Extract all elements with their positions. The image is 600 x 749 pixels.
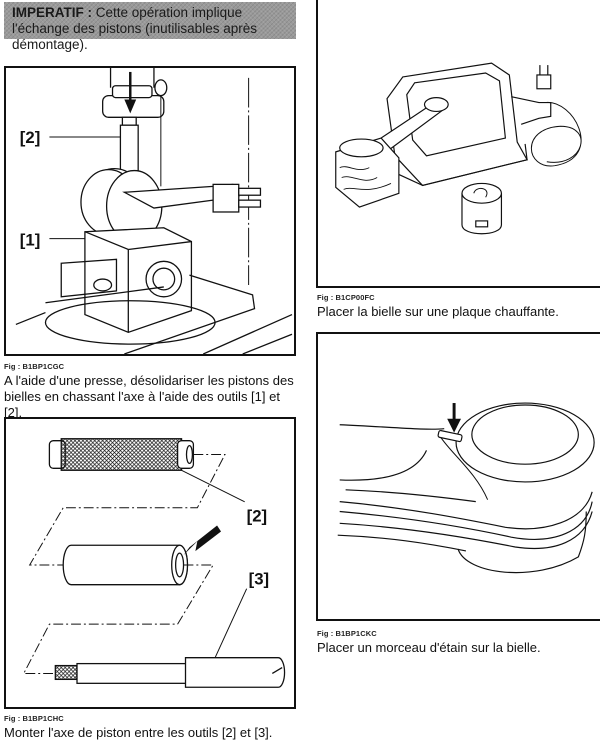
down-arrow-icon bbox=[447, 418, 461, 433]
warning-label: IMPERATIF : bbox=[12, 5, 92, 20]
figure-caption-3: Placer la bielle sur une plaque chauffan… bbox=[317, 304, 559, 319]
press-drawing: [2] [1] bbox=[15, 68, 293, 354]
figure-press-illustration: [2] [1] bbox=[4, 66, 296, 356]
warning-banner: IMPERATIF : Cette opération implique l'é… bbox=[4, 2, 296, 52]
figure-reference-3: Fig : B1CP00FC bbox=[317, 293, 375, 302]
figure-hotplate-illustration bbox=[316, 0, 600, 288]
warning-text: Cette opération implique l'échange des p… bbox=[12, 5, 257, 52]
figure-conrod-illustration bbox=[316, 332, 600, 621]
label-tool-2b: [2] bbox=[247, 507, 267, 526]
figure-caption-4: Placer un morceau d'étain sur la bielle. bbox=[317, 640, 541, 655]
figure-tools-illustration: [2] [3] bbox=[4, 417, 296, 709]
tools-drawing: [2] [3] bbox=[22, 438, 286, 688]
figure-caption-1: A l'aide d'une presse, désolidariser les… bbox=[4, 373, 294, 420]
label-tool-3: [3] bbox=[249, 570, 269, 589]
label-tool-2: [2] bbox=[20, 128, 40, 147]
down-arrow-icon bbox=[124, 99, 137, 114]
label-tool-1: [1] bbox=[20, 231, 40, 250]
hotplate-drawing bbox=[335, 62, 582, 235]
figure-reference-1: Fig : B1BP1CGC bbox=[4, 362, 65, 371]
figure-reference-2: Fig : B1BP1CHC bbox=[4, 714, 64, 723]
figure-caption-2: Monter l'axe de piston entre les outils … bbox=[4, 725, 273, 740]
conrod-drawing bbox=[337, 402, 595, 574]
pointer-arrow-icon bbox=[183, 525, 222, 556]
figure-reference-4: Fig : B1BP1CKC bbox=[317, 629, 377, 638]
